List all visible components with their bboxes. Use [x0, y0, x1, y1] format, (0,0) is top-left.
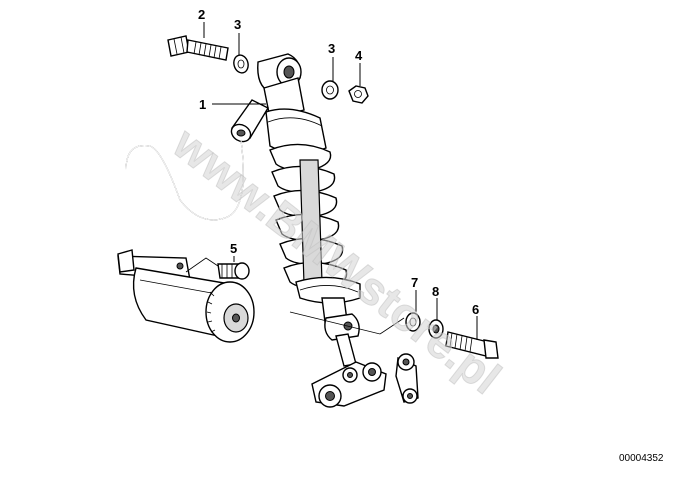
part-washer-3a — [233, 54, 249, 74]
leader-lines — [185, 22, 478, 340]
part-washer-3b — [321, 80, 339, 100]
callouts: 2 3 3 4 1 5 7 8 6 — [198, 7, 479, 317]
callout-1: 1 — [199, 97, 206, 112]
watermark-text: www.BMWstore.pl — [163, 116, 511, 404]
callout-6: 6 — [472, 302, 479, 317]
callout-4: 4 — [355, 48, 363, 63]
part-shock-absorber — [230, 53, 361, 367]
part-nut — [348, 85, 369, 104]
part-washer-8 — [428, 319, 444, 339]
callout-8: 8 — [432, 284, 439, 299]
callout-5: 5 — [230, 241, 237, 256]
part-linkage — [311, 353, 419, 408]
part-bolt-lower — [445, 331, 499, 359]
part-bolt-long — [167, 35, 229, 61]
document-number: 00004352 — [619, 453, 664, 464]
callout-2: 2 — [198, 7, 205, 22]
part-washer-7 — [405, 312, 421, 332]
part-hydraulic-hose — [125, 139, 244, 250]
callout-3-top: 3 — [234, 17, 241, 32]
part-remote-reservoir — [117, 249, 255, 343]
callout-3-right: 3 — [328, 41, 335, 56]
callout-7: 7 — [411, 275, 418, 290]
part-bolt-short — [217, 262, 250, 280]
